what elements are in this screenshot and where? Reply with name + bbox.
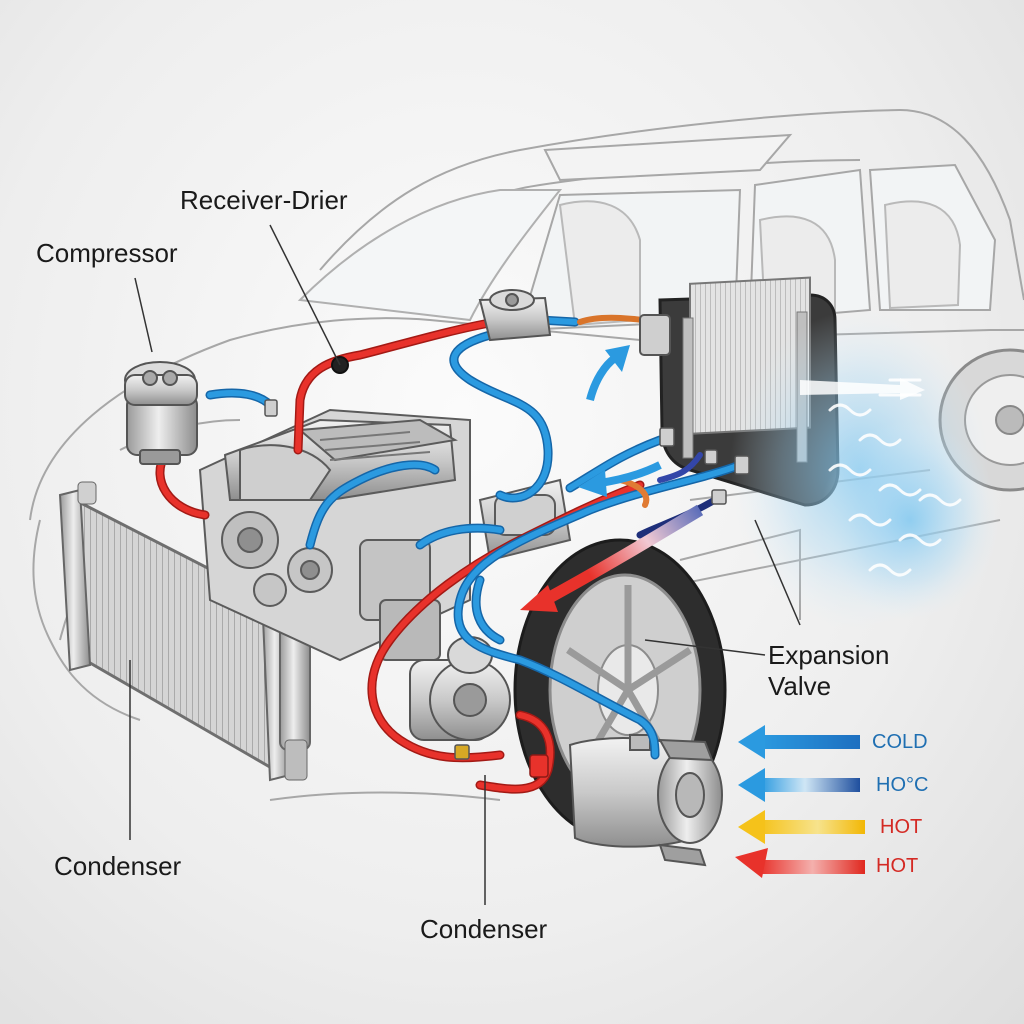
label-receiver-drier: Receiver-Drier bbox=[180, 185, 348, 215]
label-expansion-valve-line1: Expansion bbox=[768, 640, 890, 670]
label-expansion-valve-line2: Valve bbox=[768, 671, 832, 702]
cold-air-cloud bbox=[730, 310, 1000, 630]
legend-arrows bbox=[735, 725, 865, 878]
legend-arrow-hot-yellow bbox=[738, 810, 865, 844]
refrigerant-lines bbox=[155, 314, 745, 794]
label-compressor: Compressor bbox=[36, 238, 178, 268]
condenser-radiator bbox=[58, 481, 311, 782]
label-expansion-valve: Expansion Valve bbox=[768, 640, 889, 702]
compressor bbox=[124, 361, 198, 465]
label-condenser-bottom: Condenser bbox=[420, 914, 548, 944]
label-condenser-left: Condenser bbox=[54, 851, 182, 881]
legend-hot-red-text: HOT bbox=[876, 855, 919, 877]
legend-cold-text: COLD bbox=[872, 731, 928, 753]
leader-lines bbox=[129, 224, 801, 905]
engine-block bbox=[198, 408, 572, 662]
legend-arrow-cold bbox=[738, 725, 860, 759]
legend-hoc-text: HO°C bbox=[876, 774, 929, 796]
legend-arrow-hot-red bbox=[735, 848, 865, 878]
lower-compressor bbox=[409, 636, 511, 741]
accumulator-canister bbox=[568, 734, 723, 867]
fittings bbox=[264, 399, 750, 778]
legend-hot-yellow-text: HOT bbox=[880, 816, 923, 838]
legend-arrow-hoc bbox=[738, 768, 860, 802]
receiver-drier bbox=[331, 289, 671, 374]
flow-arrows bbox=[520, 345, 704, 612]
